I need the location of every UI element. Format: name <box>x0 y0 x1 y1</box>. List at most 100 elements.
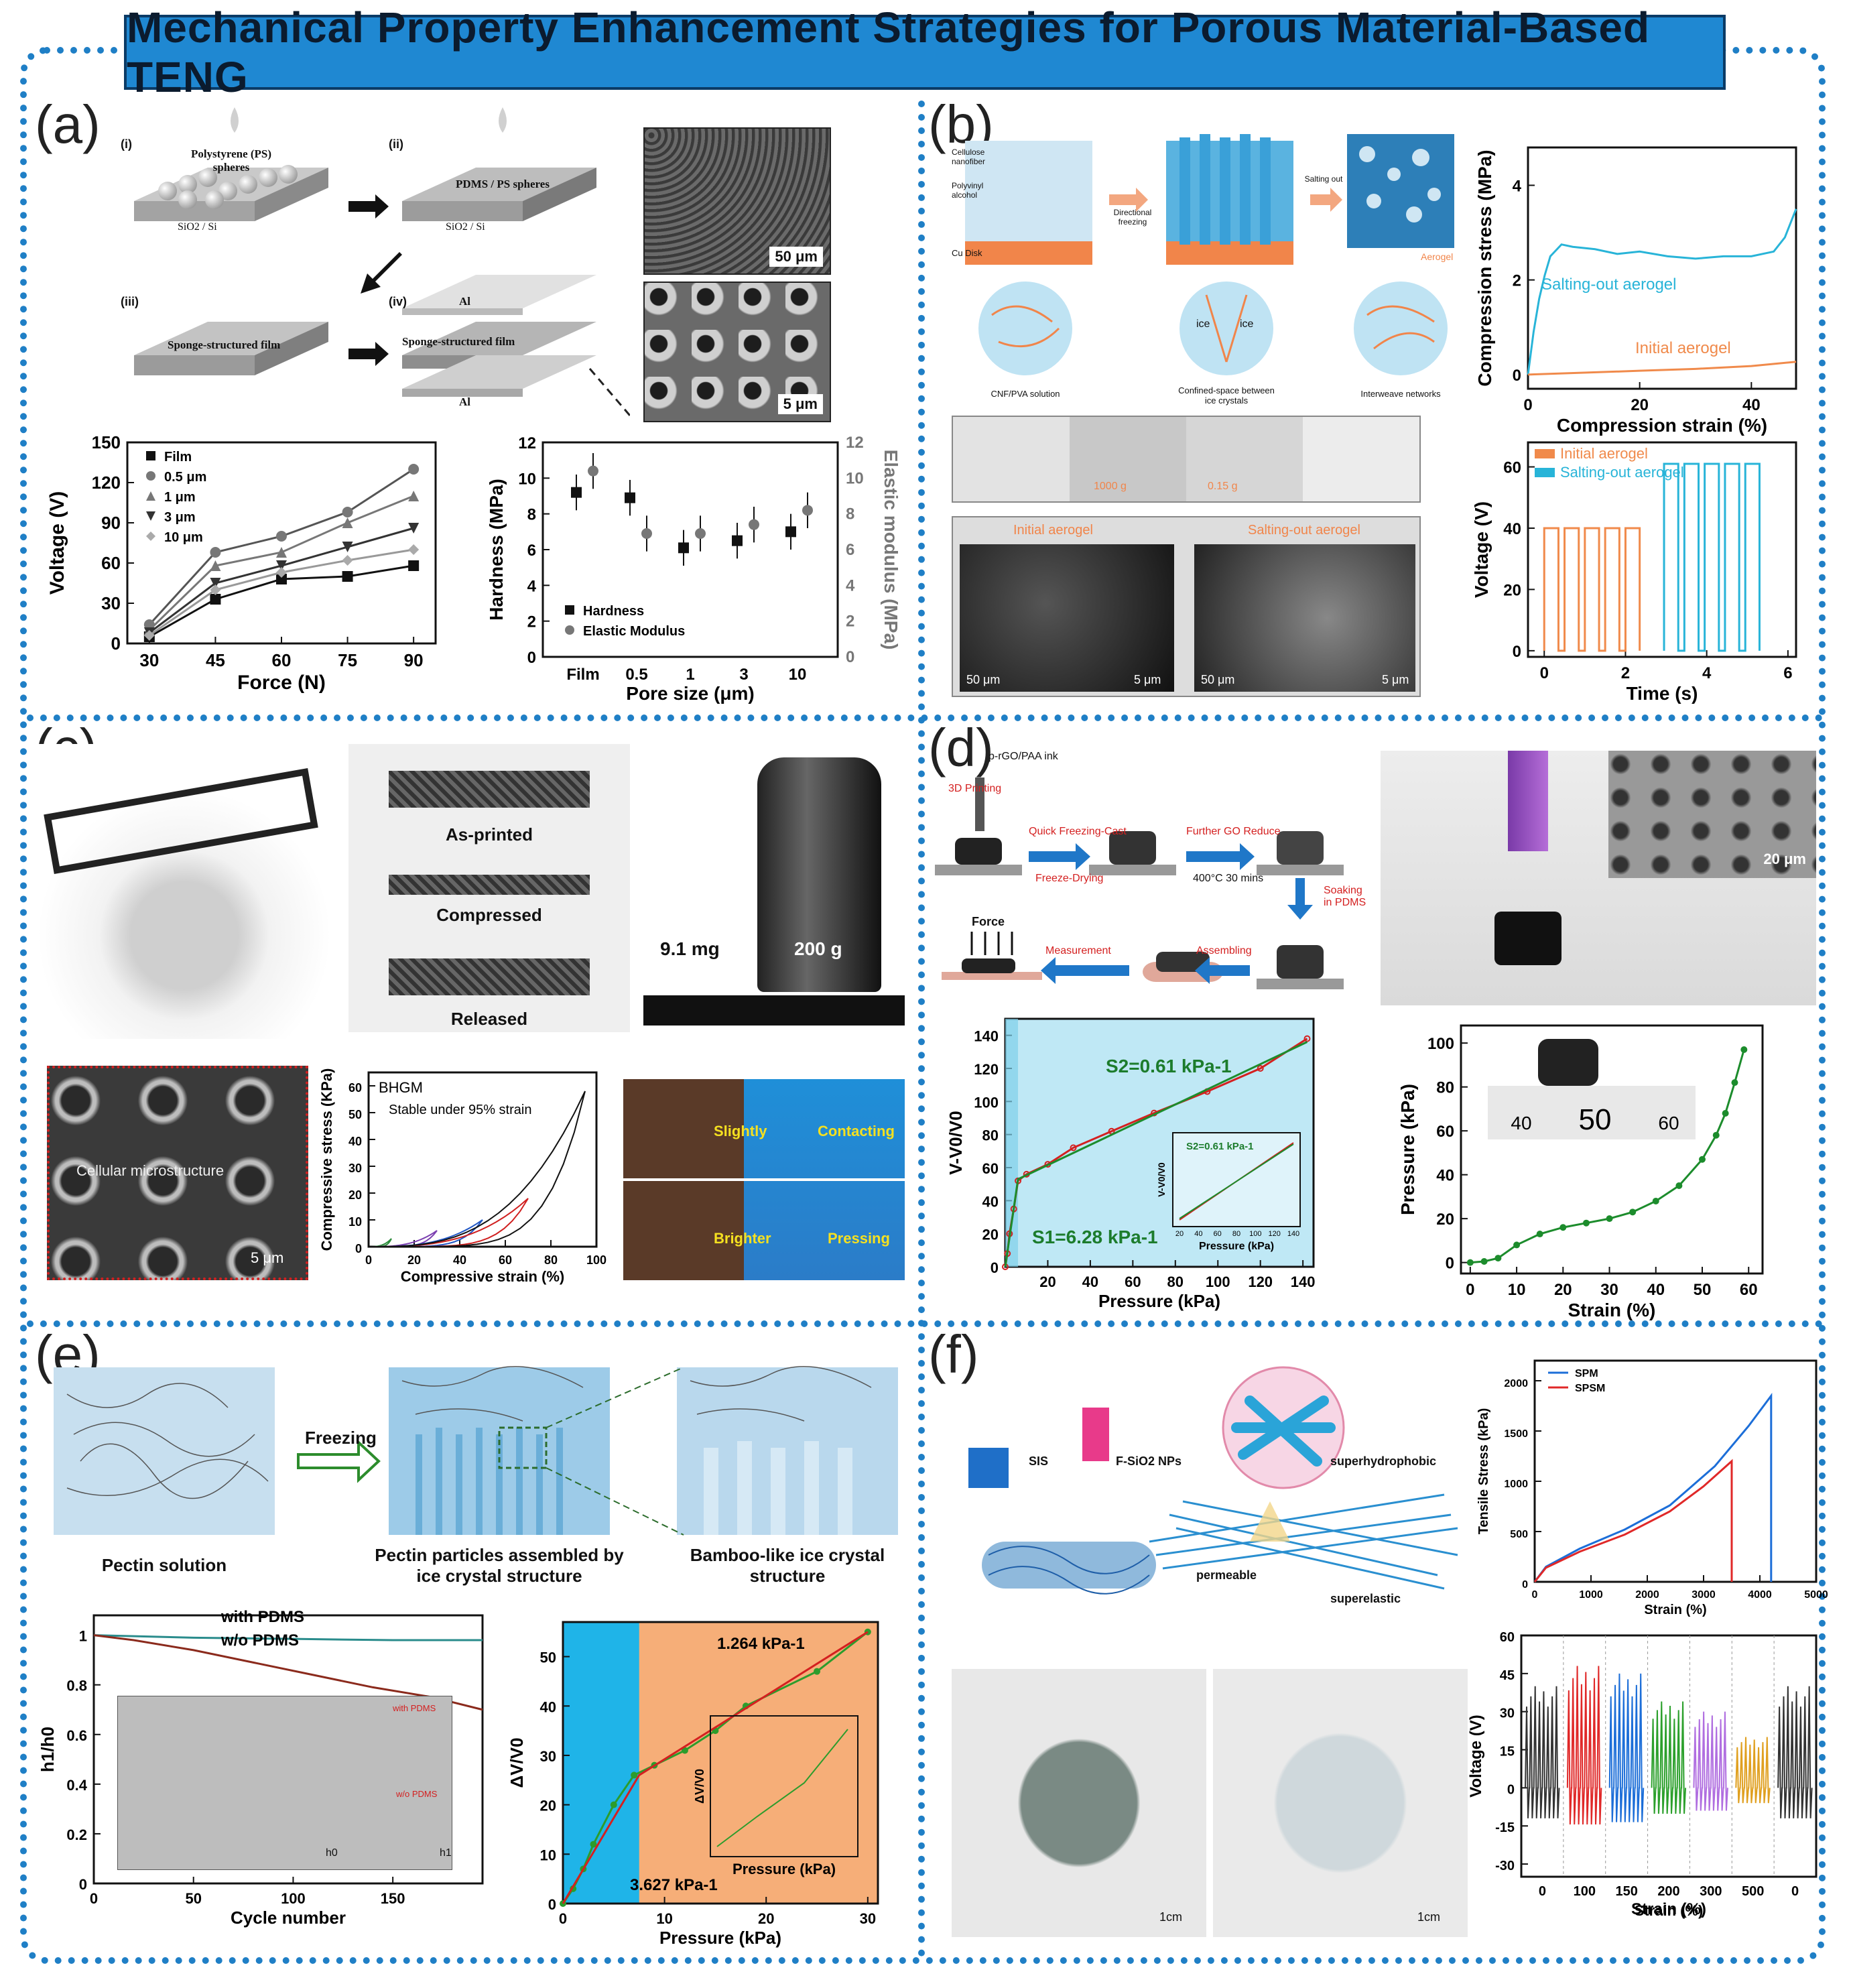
fd-label: Freeze-Drying <box>1035 873 1104 884</box>
data-point <box>1722 1109 1729 1117</box>
panel-label-f: (f) <box>928 1324 979 1384</box>
data-point <box>1699 1156 1706 1163</box>
qf-label: Quick Freezing-Cast <box>1029 826 1127 837</box>
y-tick-label: 1 <box>79 1628 87 1645</box>
y-tick-label: 100 <box>1427 1035 1454 1053</box>
y-tick-label: 0.8 <box>66 1678 87 1694</box>
plot-frame <box>1533 1359 1818 1583</box>
y-tick-label: 50 <box>540 1650 556 1666</box>
data-point <box>1559 1224 1567 1231</box>
sem-image <box>960 544 1174 692</box>
data-point <box>1712 1131 1720 1139</box>
series-line <box>1004 1041 1308 1267</box>
y-tick-label: 0 <box>355 1242 362 1255</box>
mass-label: 200 g <box>794 938 842 959</box>
legend-marker <box>146 471 155 481</box>
force-label: Force <box>972 915 1005 928</box>
y-tick-label: 0 <box>1513 643 1521 661</box>
x-tick-label: 80 <box>1167 1273 1184 1290</box>
data-point <box>210 584 221 595</box>
x-tick-label: 10 <box>789 666 807 684</box>
panel-a-sem-bottom: 5 μm <box>643 282 831 422</box>
panel-c-sem: Cellular microstructure 5 μm <box>47 1066 308 1280</box>
scale-bar: 50 μm <box>966 673 1001 686</box>
data-point <box>1466 1259 1474 1266</box>
mass-label: 0.15 g <box>1208 481 1238 492</box>
series-line <box>1735 1737 1771 1804</box>
y-tick-label: -15 <box>1495 1820 1515 1835</box>
x-tick-label: 150 <box>1615 1884 1637 1899</box>
y-tick-label: 2 <box>1513 272 1521 290</box>
y-tick-label: 90 <box>101 513 121 533</box>
x-tick-label: 75 <box>338 650 357 670</box>
ruler-photo <box>1488 1086 1696 1139</box>
panel-a-sem-top: 50 μm <box>643 127 831 275</box>
data-point <box>1303 1035 1311 1042</box>
data-point <box>1675 1182 1683 1190</box>
arrow-icon <box>1310 188 1342 212</box>
data-point <box>276 560 287 571</box>
x-tick-label: 50 <box>1694 1281 1712 1299</box>
mass-label: 1000 g <box>1094 481 1127 492</box>
y2-tick-label: 6 <box>846 541 854 559</box>
plot-frame <box>1460 1024 1764 1275</box>
y-tick-label: 10 <box>540 1847 556 1863</box>
y-tick-label: 0 <box>548 1896 556 1913</box>
data-point <box>1494 1255 1502 1262</box>
inset-x-tick: 120 <box>1268 1230 1280 1238</box>
x-tick-label: 120 <box>1248 1273 1273 1290</box>
scale-bar: 1cm <box>1417 1910 1441 1924</box>
arrow-icon <box>348 194 389 219</box>
data-point <box>1629 1208 1637 1216</box>
y2-tick-label: 4 <box>846 576 855 595</box>
x-axis-label: Cycle number <box>231 1908 346 1928</box>
superhydrophobic-label: superhydrophobic <box>1330 1454 1437 1468</box>
y-tick-label: 2000 <box>1504 1378 1528 1389</box>
series-line <box>368 1238 392 1247</box>
data-point <box>276 567 287 578</box>
data-point <box>342 517 353 528</box>
x-tick-label: 20 <box>758 1910 774 1927</box>
y2-tick-label: 8 <box>846 505 854 523</box>
data-point <box>342 571 353 582</box>
legend-marker <box>565 605 574 615</box>
ruler-number: 60 <box>1658 1113 1679 1133</box>
y-axis-label: Voltage (V) <box>1471 501 1492 598</box>
y2-tick-label: 0 <box>846 648 854 666</box>
stage-1-label: Pectin solution <box>101 1555 227 1575</box>
y-tick-label: 0.2 <box>66 1826 87 1843</box>
y-tick-label: 40 <box>540 1698 556 1715</box>
data-point <box>631 1772 638 1779</box>
x-tick-label: 40 <box>1647 1281 1665 1299</box>
led-label: Brighter <box>714 1230 771 1247</box>
plot-frame <box>1527 146 1797 390</box>
x-tick-label: 100 <box>586 1253 607 1267</box>
series-line <box>1533 1392 1773 1582</box>
y-tick-label: 30 <box>540 1748 556 1765</box>
series-line <box>562 1631 869 1904</box>
legend-entry: 0.5 μm <box>164 470 206 485</box>
x-tick-label: 10 <box>656 1910 672 1927</box>
ruler-number: 40 <box>1511 1113 1531 1133</box>
arrow-icon <box>297 1439 381 1483</box>
panel-f-schematic: SIS F-SiO2 NPs superhydrophobic permeabl… <box>928 1354 1478 1622</box>
y-tick-label: 6 <box>527 542 536 560</box>
data-point <box>732 535 743 546</box>
scale-bar: 5 μm <box>251 1249 284 1266</box>
step-ii: (ii) <box>389 137 403 151</box>
stage-3-label: Interweave networks <box>1360 389 1441 399</box>
legend-marker <box>146 511 155 521</box>
series-line <box>1608 1673 1645 1822</box>
x-tick-label: 0 <box>1532 1589 1538 1601</box>
sample-image <box>389 771 590 808</box>
legend-entry: SPM <box>1575 1368 1598 1379</box>
x-tick-label: 5000 <box>1804 1589 1828 1601</box>
panel-label-d: (d) <box>928 718 994 778</box>
x-tick-label: 0.5 <box>625 666 647 684</box>
x-tick-label: 20 <box>407 1253 421 1267</box>
data-point <box>588 465 598 477</box>
printed-letters <box>44 767 318 875</box>
y2-axis-label: Elastic modulus (MPa) <box>881 450 901 650</box>
data-point <box>408 491 420 501</box>
led-label: Pressing <box>828 1230 890 1247</box>
